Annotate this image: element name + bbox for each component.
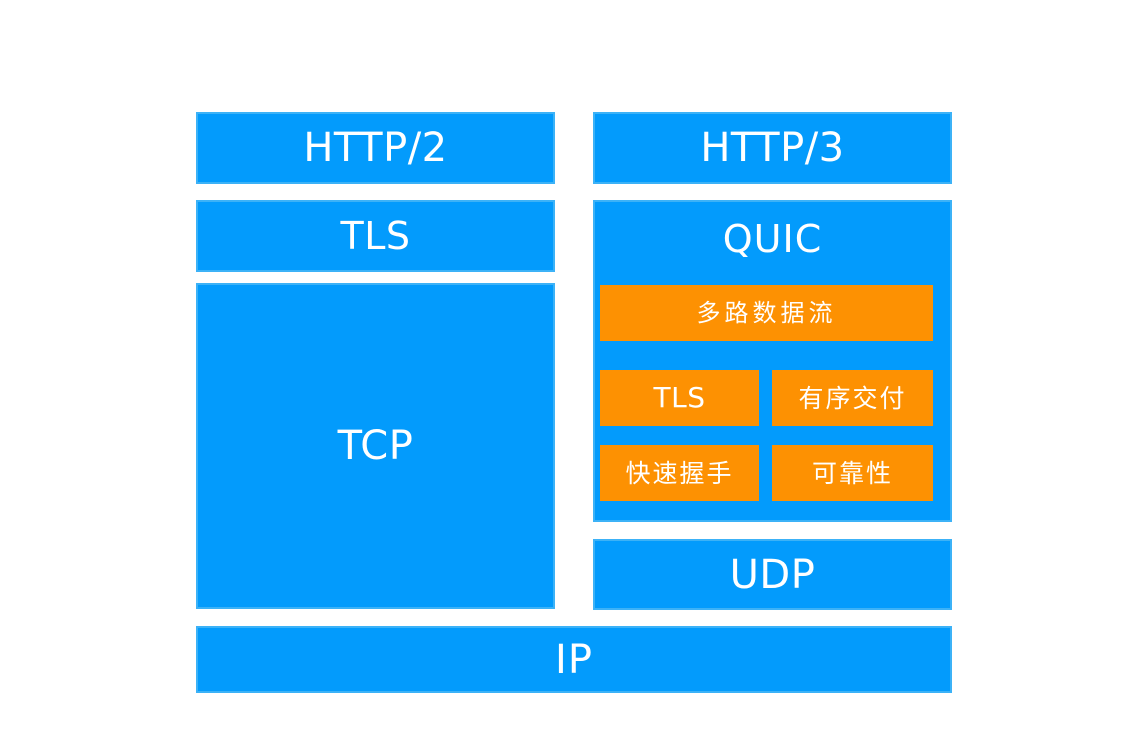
- quic-feature-ordered-delivery: 有序交付: [772, 370, 933, 426]
- quic-feature-label-multiplexed-streams: 多路数据流: [696, 299, 837, 327]
- layer-label-tcp: TCP: [337, 423, 414, 469]
- layer-label-quic: QUIC: [722, 217, 823, 261]
- quic-feature-tls: TLS: [600, 370, 759, 426]
- layer-box-http3: HTTP/3: [593, 112, 952, 184]
- quic-feature-reliability: 可靠性: [772, 445, 933, 501]
- quic-feature-label-tls: TLS: [653, 381, 706, 414]
- quic-feature-label-ordered-delivery: 有序交付: [798, 383, 907, 413]
- quic-feature-multiplexed-streams: 多路数据流: [600, 285, 933, 341]
- quic-feature-label-fast-handshake: 快速握手: [625, 458, 734, 488]
- quic-feature-fast-handshake: 快速握手: [600, 445, 759, 501]
- layer-box-ip: IP: [196, 626, 952, 693]
- layer-box-http2: HTTP/2: [196, 112, 555, 184]
- layer-label-tls: TLS: [340, 214, 411, 258]
- layer-label-http2: HTTP/2: [303, 125, 448, 171]
- layer-box-udp: UDP: [593, 539, 952, 610]
- layer-label-http3: HTTP/3: [700, 125, 845, 171]
- layer-box-quic: QUIC 多路数据流 TLS 有序交付 快速握手 可靠性: [593, 200, 952, 522]
- quic-feature-label-reliability: 可靠性: [811, 458, 893, 488]
- layer-box-tcp: TCP: [196, 283, 555, 609]
- layer-label-udp: UDP: [729, 551, 816, 598]
- layer-label-ip: IP: [555, 636, 593, 683]
- layer-box-tls: TLS: [196, 200, 555, 272]
